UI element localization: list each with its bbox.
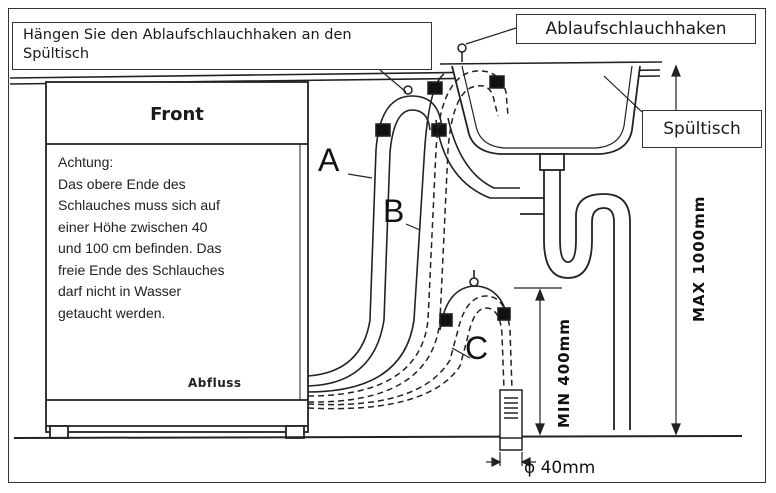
warning-line: einer Höhe zwischen 40: [58, 218, 208, 235]
dimension-diameter: [486, 452, 536, 467]
dishwasher: [45, 81, 309, 439]
siphon-trap: [520, 170, 631, 430]
max-height-label: MAX 1000mm: [690, 195, 708, 322]
dimension-min: [514, 287, 562, 436]
sink-basin: [451, 65, 641, 171]
hose-a-label: A: [318, 142, 340, 178]
front-label: Front: [150, 104, 204, 125]
sink-label: Spültisch: [642, 110, 762, 148]
hose-b-label: B: [383, 193, 405, 229]
drain-label: Abfluss: [188, 376, 242, 390]
warning-line: Achtung:: [58, 154, 114, 170]
hose-c: [439, 270, 511, 331]
warning-line: darf nicht in Wasser: [58, 283, 182, 299]
warning-line: Das obere Ende des: [58, 175, 186, 192]
warning-line: Schlauches muss sich auf: [58, 197, 220, 213]
instruction-label: Hängen Sie den Ablaufschlauchhaken an de…: [12, 22, 432, 70]
floor-line: [13, 435, 743, 439]
hose-a: [307, 95, 443, 387]
standpipe: [499, 389, 523, 451]
leader-lines: [347, 27, 643, 359]
hose-c-label: C: [465, 330, 489, 366]
min-height-label: MIN 400mm: [555, 318, 573, 428]
warning-line: freie Ende des Schlauches: [58, 261, 225, 278]
hose-dashed-paths: [307, 70, 513, 410]
pipe-diameter-label: ϕ 40mm: [524, 458, 596, 478]
warning-text: Achtung: Das obere Ende des Schlauches m…: [58, 152, 298, 324]
hose-hook-label: Ablaufschlauchhaken: [516, 14, 756, 44]
warning-line: getaucht werden.: [58, 304, 166, 321]
warning-line: und 100 cm befinden. Das: [58, 240, 222, 256]
hook-icon: [403, 43, 467, 95]
